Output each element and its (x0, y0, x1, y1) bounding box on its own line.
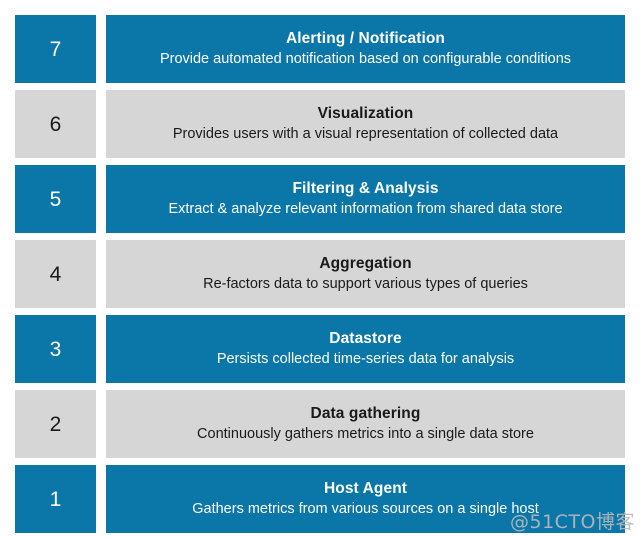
level-row-1[interactable]: 1 Host Agent Gathers metrics from variou… (0, 465, 643, 533)
level-content-7[interactable]: Alerting / Notification Provide automate… (106, 15, 625, 83)
level-number-badge-7: 7 (15, 15, 96, 83)
level-number-badge-4: 4 (15, 240, 96, 308)
level-description-2: Continuously gathers metrics into a sing… (197, 425, 534, 442)
maturity-level-stack: 7 Alerting / Notification Provide automa… (0, 15, 643, 533)
level-description-4: Re-factors data to support various types… (203, 275, 528, 292)
level-title-4: Aggregation (319, 254, 412, 272)
level-content-1[interactable]: Host Agent Gathers metrics from various … (106, 465, 625, 533)
level-row-2[interactable]: 2 Data gathering Continuously gathers me… (0, 390, 643, 458)
level-content-2[interactable]: Data gathering Continuously gathers metr… (106, 390, 625, 458)
level-description-1: Gathers metrics from various sources on … (192, 500, 539, 517)
level-row-6[interactable]: 6 Visualization Provides users with a vi… (0, 90, 643, 158)
level-row-3[interactable]: 3 Datastore Persists collected time-seri… (0, 315, 643, 383)
site-watermark: @51CTO博客 (509, 511, 635, 533)
level-title-2: Data gathering (310, 404, 421, 422)
level-number-badge-2: 2 (15, 390, 96, 458)
level-number-badge-3: 3 (15, 315, 96, 383)
level-description-5: Extract & analyze relevant information f… (168, 200, 563, 217)
level-number-badge-1: 1 (15, 465, 96, 533)
level-description-7: Provide automated notification based on … (159, 50, 572, 67)
level-content-5[interactable]: Filtering & Analysis Extract & analyze r… (106, 165, 625, 233)
level-row-7[interactable]: 7 Alerting / Notification Provide automa… (0, 15, 643, 83)
level-title-7: Alerting / Notification (285, 29, 446, 47)
level-content-4[interactable]: Aggregation Re-factors data to support v… (106, 240, 625, 308)
level-title-6: Visualization (317, 104, 414, 122)
level-description-3: Persists collected time-series data for … (216, 350, 515, 367)
level-content-3[interactable]: Datastore Persists collected time-series… (106, 315, 625, 383)
level-title-5: Filtering & Analysis (292, 179, 439, 197)
level-title-1: Host Agent (323, 479, 408, 497)
level-content-6[interactable]: Visualization Provides users with a visu… (106, 90, 625, 158)
level-row-5[interactable]: 5 Filtering & Analysis Extract & analyze… (0, 165, 643, 233)
level-description-6: Provides users with a visual representat… (172, 125, 559, 142)
level-number-badge-5: 5 (15, 165, 96, 233)
level-number-badge-6: 6 (15, 90, 96, 158)
level-title-3: Datastore (329, 329, 402, 347)
level-row-4[interactable]: 4 Aggregation Re-factors data to support… (0, 240, 643, 308)
